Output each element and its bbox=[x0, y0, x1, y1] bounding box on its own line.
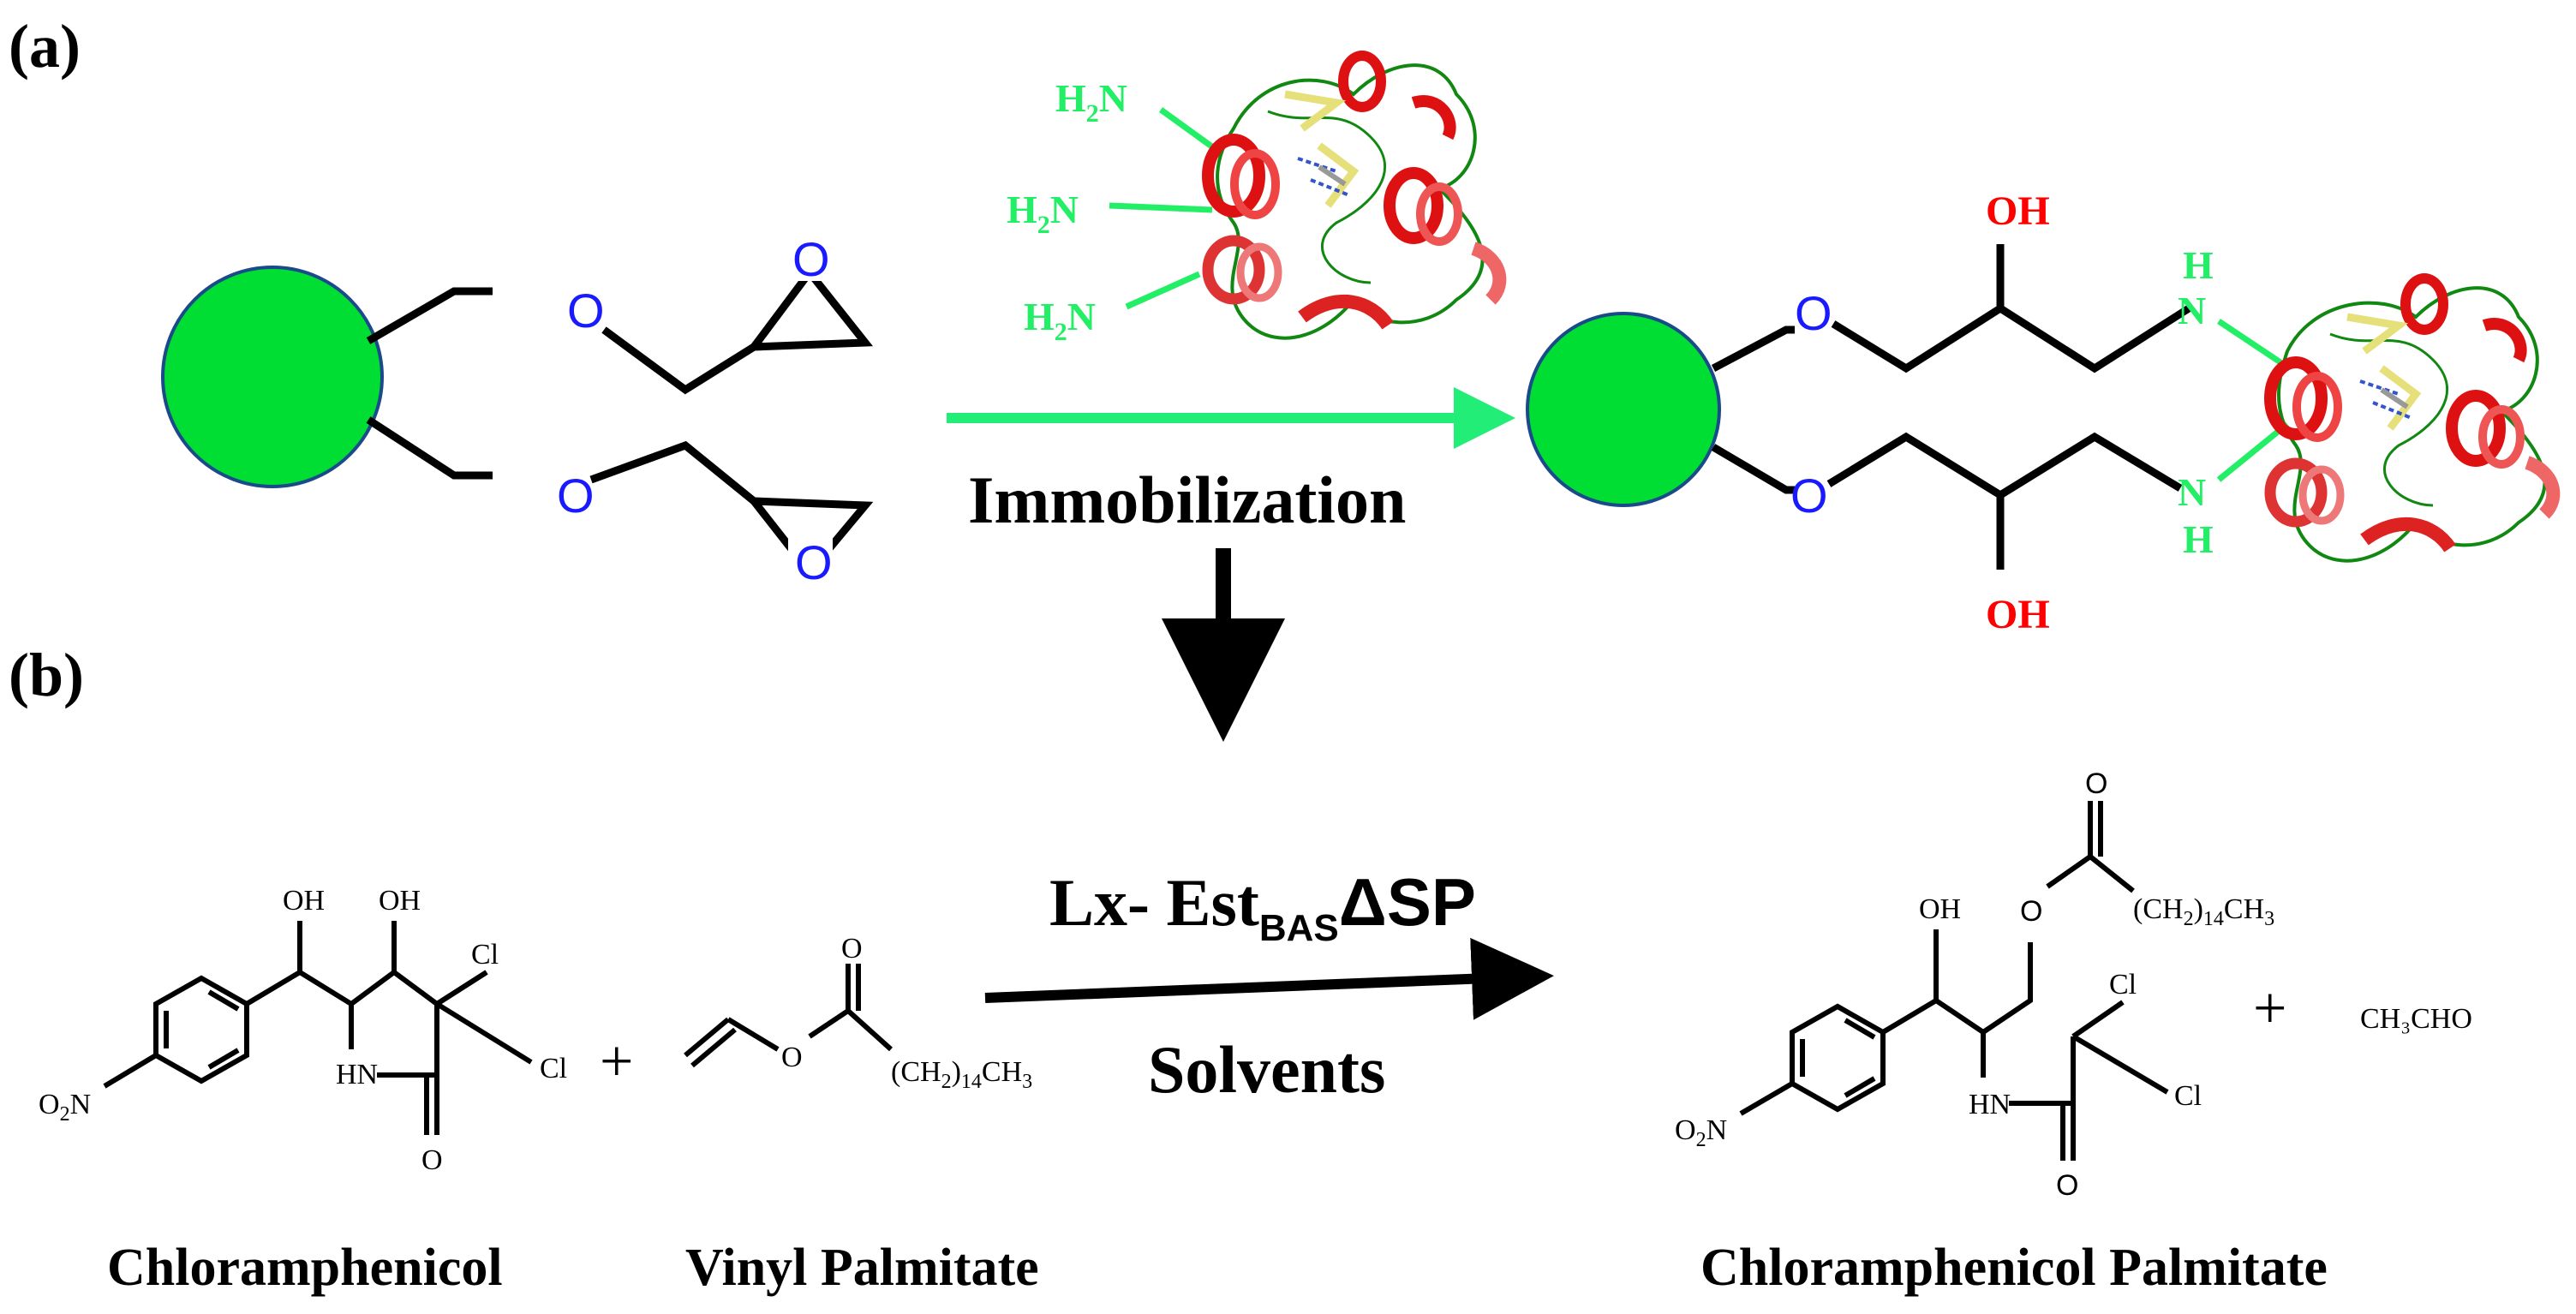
chlorine-label: Cl bbox=[2109, 969, 2137, 1000]
catalyst-label: Lx- EstBASΔSP bbox=[1049, 864, 1476, 949]
plus-sign: + bbox=[2253, 976, 2286, 1042]
amine-label: H2N bbox=[1055, 76, 1127, 128]
nitro-label: O2N bbox=[39, 1089, 91, 1126]
ester-oxygen-label: O bbox=[781, 1042, 803, 1073]
benzene-ring bbox=[1790, 1003, 1886, 1113]
upper-linker-bond bbox=[366, 287, 493, 344]
amine-h-label: H bbox=[2183, 517, 2214, 561]
panel-label-a: (a) bbox=[9, 12, 81, 81]
carbonyl-oxygen-label: O bbox=[2085, 767, 2107, 800]
nitro-label: O2N bbox=[1675, 1114, 1727, 1151]
vinyl-palmitate-structure bbox=[684, 964, 894, 1068]
panel-label-b: (b) bbox=[9, 641, 84, 709]
ester-oxygen-label: O bbox=[2020, 895, 2042, 928]
chloramphenicol-name: Chloramphenicol bbox=[107, 1239, 503, 1297]
free-enzyme: H2N H2N H2N bbox=[1007, 51, 1507, 346]
oxygen-atom: O bbox=[1795, 286, 1832, 340]
oxygen-atom: O bbox=[567, 284, 605, 337]
chlorine-label: Cl bbox=[471, 939, 499, 971]
bond bbox=[1711, 326, 1795, 372]
amine-n-label: N bbox=[2178, 289, 2206, 332]
carbonyl-oxygen-label: O bbox=[841, 933, 863, 965]
chlorine-label: Cl bbox=[2174, 1080, 2202, 1112]
protein-ribbon bbox=[1202, 51, 1507, 340]
immobilized-enzyme: O OH H N O OH N H bbox=[1526, 188, 2561, 637]
amide-link bbox=[2217, 319, 2285, 367]
upper-epoxide-ring bbox=[745, 266, 874, 351]
chloramphenicol-palmitate-name: Chloramphenicol Palmitate bbox=[1700, 1239, 2328, 1297]
protein-ribbon bbox=[2264, 273, 2561, 563]
amine-n-label: N bbox=[2178, 470, 2206, 514]
support-bead bbox=[1526, 312, 1721, 507]
upper-epoxide-mask bbox=[786, 233, 831, 281]
palmitate-chain-label: (CH2)14CH3 bbox=[891, 1056, 1032, 1093]
chlorine-label: Cl bbox=[540, 1053, 567, 1084]
amine-bond bbox=[1125, 271, 1201, 310]
lower-chain-bond bbox=[589, 440, 756, 505]
bond bbox=[1711, 444, 1795, 494]
chloramphenicol-labels: OH OH HN Cl Cl O O2N bbox=[39, 885, 567, 1176]
amine-label: H2N bbox=[1007, 188, 1079, 239]
hydroxyl-label: OH bbox=[283, 885, 325, 917]
hydroxyl-label: OH bbox=[1986, 188, 2050, 234]
upper-chain-bond bbox=[1831, 303, 2191, 373]
amide-link bbox=[2216, 421, 2290, 482]
lower-epoxide-mask bbox=[788, 538, 833, 586]
hydroxyl-label: OH bbox=[1919, 893, 1961, 925]
palmitate-chain-label: (CH2)14CH3 bbox=[2133, 893, 2274, 930]
amine-bond bbox=[1109, 202, 1213, 213]
lower-linker-bond bbox=[366, 416, 493, 480]
amine-bond bbox=[1158, 107, 1219, 152]
carbonyl-oxygen-label: O bbox=[421, 1144, 443, 1176]
oxygen-atom: O bbox=[1790, 469, 1828, 523]
lower-chain-bond bbox=[1826, 432, 2183, 500]
amide-nh-label: HN bbox=[336, 1059, 378, 1090]
epoxide-oxygen-upper: O bbox=[792, 232, 830, 286]
solvents-label: Solvents bbox=[1148, 1032, 1385, 1107]
immobilization-label: Immobilization bbox=[968, 463, 1406, 537]
epoxy-support: O O O O bbox=[161, 232, 874, 589]
benzene-ring bbox=[153, 975, 249, 1084]
chloramphenicol-structure bbox=[103, 921, 533, 1135]
upper-chain-bond bbox=[601, 326, 756, 395]
chloramphenicol-palmitate-structure bbox=[1739, 801, 2169, 1161]
hydroxyl-label: OH bbox=[379, 885, 421, 917]
esterification-arrow bbox=[984, 937, 1554, 1020]
plus-sign: + bbox=[600, 1029, 633, 1095]
epoxide-oxygen-lower: O bbox=[795, 535, 833, 589]
amide-nh-label: HN bbox=[1969, 1089, 2011, 1120]
oxygen-atom: O bbox=[557, 469, 595, 523]
acetaldehyde-label: CH₃CHO bbox=[2360, 1003, 2472, 1035]
hydroxyl-label: OH bbox=[1986, 592, 2050, 637]
amine-label: H2N bbox=[1024, 295, 1096, 346]
lower-epoxide-ring bbox=[745, 497, 874, 579]
amine-h-label: H bbox=[2183, 243, 2214, 287]
vinyl-palmitate-name: Vinyl Palmitate bbox=[685, 1239, 1039, 1297]
carbonyl-oxygen-label: O bbox=[2056, 1169, 2078, 1202]
support-bead bbox=[161, 266, 384, 488]
